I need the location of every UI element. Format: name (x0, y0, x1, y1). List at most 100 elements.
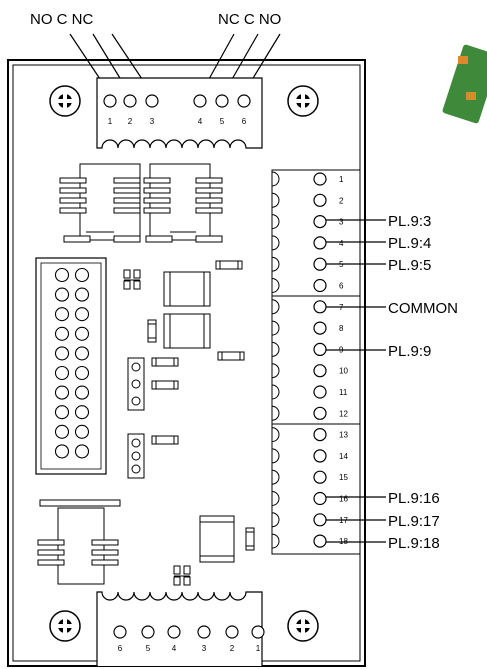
callout-lines (326, 219, 386, 543)
right-terminal-pins: 123456789101112131415161718 (271, 171, 348, 549)
top-pin-label: 2 (128, 117, 133, 126)
terminal-pin-label: 14 (339, 452, 348, 461)
header-pin (54, 267, 70, 283)
terminal-pin-hole (313, 172, 327, 186)
header-pin (74, 385, 90, 400)
terminal-pin-hole (313, 513, 327, 527)
terminal-bump (271, 533, 280, 549)
terminal-bump (271, 512, 280, 528)
top-pin-hole (237, 94, 251, 108)
terminal-pin-hole (313, 406, 327, 420)
terminal-pin-hole (313, 534, 327, 548)
relay-left (59, 163, 141, 243)
top-pin-hole (123, 94, 137, 108)
bottom-pin-label: 1 (256, 644, 261, 653)
bottom-pin-label: 2 (230, 644, 235, 653)
header-pin (74, 405, 90, 420)
top-pin-label: 3 (150, 117, 155, 126)
terminal-pin-hole (313, 321, 327, 335)
terminal-pin-hole (313, 364, 327, 378)
mount-screw-bottom-right (287, 610, 319, 642)
terminal-bump (271, 171, 280, 187)
top-right-label: NC C NO (218, 11, 281, 28)
header-pin (54, 405, 70, 420)
terminal-bump (271, 278, 280, 293)
terminal-pin-hole (313, 257, 327, 271)
relay-right (143, 163, 223, 243)
terminal-pin-label: 13 (339, 431, 348, 440)
header-pin (54, 385, 70, 400)
terminal-pin-label: 3 (339, 218, 344, 227)
top-pin-hole (145, 94, 159, 108)
terminal-pin-hole (313, 385, 327, 399)
terminal-bump (271, 256, 280, 272)
terminal-pin-hole (313, 449, 327, 463)
terminal-bump (271, 384, 280, 400)
terminal-pin-hole (313, 428, 327, 442)
callout-pin9: PL.9:9 (388, 343, 431, 360)
ribbon-header (35, 257, 107, 475)
terminal-pin-hole (313, 342, 327, 356)
terminal-pin-label: 15 (339, 473, 348, 482)
bottom-pin-hole (225, 625, 239, 639)
top-pin-label: 5 (220, 117, 225, 126)
terminal-pin-label: 11 (339, 388, 348, 397)
callout-pin7: COMMON (388, 300, 458, 317)
header-pin (74, 307, 90, 322)
small-components (123, 260, 255, 586)
header-pin (74, 365, 90, 381)
top-pin-hole (193, 94, 207, 108)
callout-pin4: PL.9:4 (388, 235, 431, 252)
mount-screw-bottom-left (49, 610, 81, 642)
bottom-pin-hole (197, 625, 211, 639)
header-pin (54, 346, 70, 361)
header-pin (74, 444, 90, 459)
header-pin (74, 346, 90, 361)
terminal-bump (271, 405, 280, 421)
top-pin-label: 1 (108, 117, 113, 126)
terminal-bump (271, 192, 280, 208)
bottom-pin-label: 5 (146, 644, 151, 653)
header-pin (74, 424, 90, 439)
terminal-pin-label: 8 (339, 324, 344, 333)
terminal-bump (271, 448, 280, 464)
top-pin-label: 6 (242, 117, 247, 126)
terminal-pin-label: 10 (339, 367, 348, 376)
header-pin (74, 326, 90, 341)
header-pin (54, 326, 70, 341)
terminal-pin-label: 16 (339, 495, 348, 504)
ribbon-header-pins (54, 267, 90, 459)
top-left-label: NO C NC (30, 11, 94, 28)
bottom-pin-label: 3 (202, 644, 207, 653)
terminal-bump (271, 214, 280, 230)
top-pin-hole (215, 94, 229, 108)
terminal-bump (271, 235, 280, 251)
bottom-pin-hole (167, 625, 181, 639)
header-pin (74, 267, 90, 283)
terminal-pin-hole (313, 215, 327, 229)
terminal-pin-hole (313, 278, 327, 293)
top-connector (96, 77, 263, 149)
terminal-bump (271, 469, 280, 485)
callout-pin16: PL.9:16 (388, 490, 440, 507)
terminal-bump (271, 363, 280, 379)
bottom-pin-label: 4 (172, 644, 177, 653)
terminal-pin-hole (313, 300, 327, 314)
terminal-pin-hole (313, 470, 327, 484)
bottom-pin-label: 6 (118, 644, 123, 653)
terminal-bump (271, 427, 280, 443)
bottom-connector-pins: 6 5 4 3 2 1 (113, 625, 265, 653)
terminal-pin-hole (313, 491, 327, 506)
callout-pin5: PL.9:5 (388, 257, 431, 274)
bottom-pin-hole (113, 625, 127, 639)
callout-pin17: PL.9:17 (388, 513, 440, 530)
header-pin (54, 307, 70, 322)
bottom-pin-hole (251, 625, 265, 639)
mount-screw-top-left (49, 85, 81, 117)
terminal-pin-label: 1 (339, 175, 344, 184)
header-pin (54, 444, 70, 459)
terminal-bump (271, 491, 280, 506)
terminal-bump (271, 299, 280, 315)
terminal-pin-label: 6 (339, 282, 344, 291)
